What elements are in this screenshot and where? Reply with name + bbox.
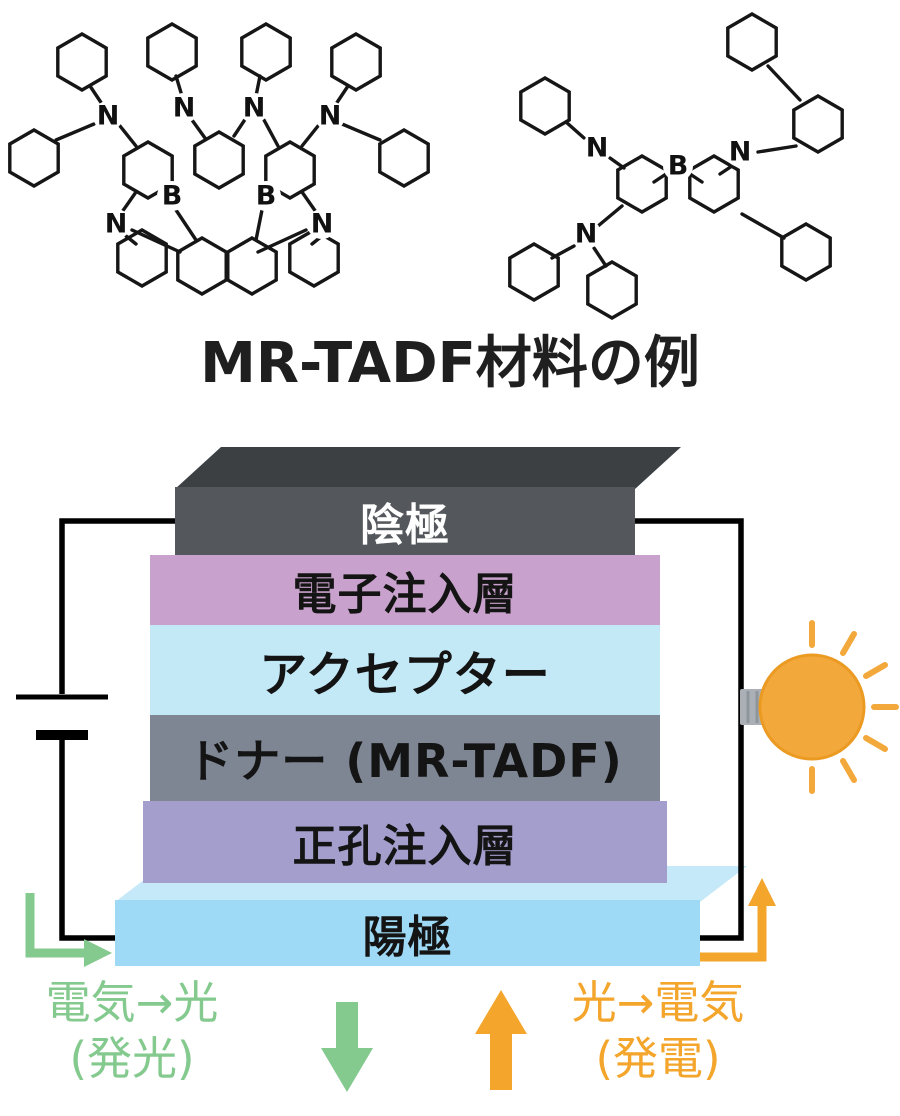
nitrogen-atom-label: N xyxy=(575,219,598,250)
layer-anode-label: 陽極 xyxy=(362,912,453,963)
emission-bent-arrow xyxy=(25,893,112,967)
layer-hole-injection-label: 正孔注入層 xyxy=(292,821,518,872)
circuit-wire-left xyxy=(59,518,175,941)
nitrogen-atom-label: N xyxy=(97,101,120,132)
nitrogen-atom-label: N xyxy=(105,209,128,240)
emission-label-line1: 電気→光 xyxy=(45,976,219,1029)
down-arrow-icon xyxy=(321,1002,373,1092)
nitrogen-atom-label: N xyxy=(173,93,196,124)
layer-electron-injection-label: 電子注入層 xyxy=(292,569,518,620)
circuit-wire-right xyxy=(635,518,744,941)
layer-anode: 陽極 xyxy=(115,900,700,966)
generation-bent-arrow xyxy=(700,878,776,962)
boron-atom-label: B xyxy=(668,151,689,182)
layer-cathode-label: 陰極 xyxy=(360,500,450,551)
up-arrow-icon xyxy=(475,990,527,1090)
nitrogen-atom-label: N xyxy=(311,209,334,240)
layer-donor-mr-tadf: ドナー (MR-TADF) xyxy=(150,715,660,801)
layer-cathode: 陰極 xyxy=(175,487,635,555)
light-bulb-icon xyxy=(740,620,899,794)
molecule-structure-left: N N N N B B N N xyxy=(8,22,430,296)
layer-electron-injection: 電子注入層 xyxy=(150,555,660,625)
nitrogen-atom-label: N xyxy=(729,137,752,168)
emission-label-line2: (発光) xyxy=(69,1032,195,1085)
nitrogen-atom-label: N xyxy=(243,93,266,124)
layer-hole-injection: 正孔注入層 xyxy=(143,801,667,883)
generation-label-line2: (発電) xyxy=(595,1032,721,1085)
layer-acceptor-label: アクセプター xyxy=(259,647,551,703)
mr-tadf-molecules: N N N N B B N N xyxy=(8,12,844,320)
nitrogen-atom-label: N xyxy=(319,101,342,132)
cathode-top-face xyxy=(175,447,681,489)
layer-acceptor: アクセプター xyxy=(150,625,660,715)
battery-icon xyxy=(16,694,108,740)
layer-donor-label: ドナー (MR-TADF) xyxy=(187,734,623,788)
molecule-structure-right: N N B N xyxy=(508,12,844,320)
generation-label-line1: 光→電気 xyxy=(571,976,745,1029)
boron-atom-label: B xyxy=(162,181,183,212)
nitrogen-atom-label: N xyxy=(586,133,609,164)
boron-atom-label: B xyxy=(256,181,277,212)
molecule-caption: MR-TADF材料の例 xyxy=(200,331,700,396)
